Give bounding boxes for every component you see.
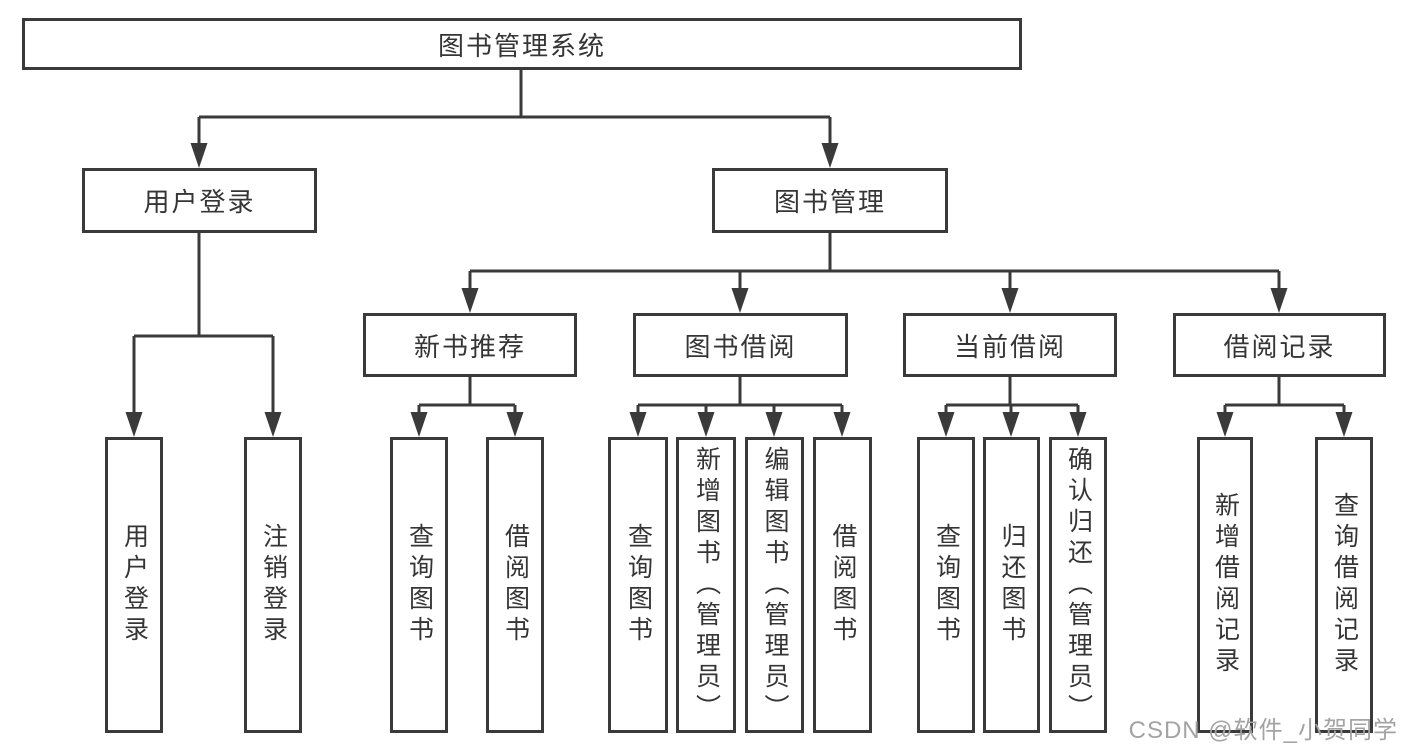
leaf-borrow-edit-label: 编辑图书（管理员） xyxy=(761,445,789,725)
node-current-borrow-label: 当前借阅 xyxy=(953,331,1066,362)
leaf-current-query: 查询图书 xyxy=(917,437,975,733)
node-book-mgmt-label: 图书管理 xyxy=(773,187,886,217)
leaf-borrow-query: 查询图书 xyxy=(608,437,668,733)
leaf-current-return-label: 归还图书 xyxy=(998,523,1026,647)
leaf-current-return: 归还图书 xyxy=(983,437,1040,733)
leaf-borrow-borrow-label: 借阅图书 xyxy=(829,523,857,647)
leaf-newbooks-borrow-label: 借阅图书 xyxy=(501,523,530,647)
leaf-records-add-label: 新增借阅记录 xyxy=(1211,492,1240,678)
leaf-current-confirm-label: 确认归还（管理员） xyxy=(1064,445,1093,725)
leaf-borrow-edit: 编辑图书（管理员） xyxy=(745,437,804,733)
leaf-logout: 注销登录 xyxy=(244,437,302,733)
leaf-newbooks-borrow: 借阅图书 xyxy=(486,437,544,733)
node-new-books: 新书推荐 xyxy=(363,313,577,377)
leaf-current-confirm: 确认归还（管理员） xyxy=(1049,437,1107,733)
node-new-books-label: 新书推荐 xyxy=(413,331,526,362)
node-root-label: 图书管理系统 xyxy=(437,30,606,61)
csdn-watermark: CSDN @软件_小贺同学 xyxy=(1128,717,1398,744)
node-book-borrow: 图书借阅 xyxy=(633,313,848,377)
leaf-borrow-borrow: 借阅图书 xyxy=(813,437,872,733)
leaf-borrow-add-label: 新增图书（管理员） xyxy=(692,445,721,725)
leaf-records-query: 查询借阅记录 xyxy=(1315,437,1373,733)
leaf-logout-label: 注销登录 xyxy=(259,523,288,647)
leaf-borrow-add: 新增图书（管理员） xyxy=(676,437,736,733)
leaf-newbooks-query: 查询图书 xyxy=(390,437,448,733)
node-borrow-records-label: 借阅记录 xyxy=(1223,331,1336,362)
leaf-newbooks-query-label: 查询图书 xyxy=(405,523,434,647)
node-user-login: 用户登录 xyxy=(82,168,317,233)
node-current-borrow: 当前借阅 xyxy=(903,313,1117,377)
leaf-user-login-label: 用户登录 xyxy=(120,523,149,647)
leaf-records-add: 新增借阅记录 xyxy=(1197,437,1253,733)
leaf-borrow-query-label: 查询图书 xyxy=(624,523,653,647)
node-borrow-records: 借阅记录 xyxy=(1173,313,1386,377)
node-user-login-label: 用户登录 xyxy=(143,187,256,217)
node-book-mgmt: 图书管理 xyxy=(712,168,948,233)
leaf-records-query-label: 查询借阅记录 xyxy=(1330,492,1359,678)
leaf-user-login: 用户登录 xyxy=(105,437,163,733)
leaf-current-query-label: 查询图书 xyxy=(932,523,961,647)
node-root: 图书管理系统 xyxy=(22,18,1022,70)
node-book-borrow-label: 图书借阅 xyxy=(684,331,797,362)
